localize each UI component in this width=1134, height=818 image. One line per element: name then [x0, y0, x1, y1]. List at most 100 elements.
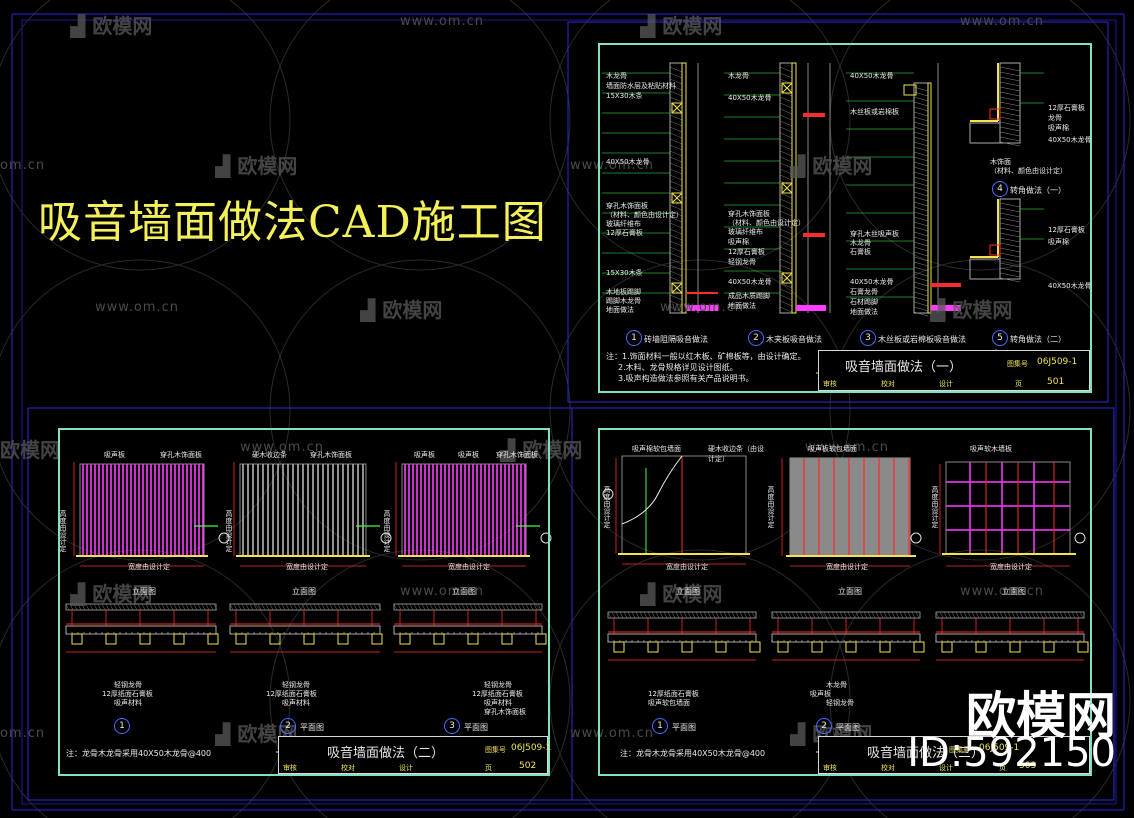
wall-hatch [913, 171, 929, 177]
plan-hatch [955, 611, 960, 619]
leader-label: 12厚纸面石膏板 [266, 690, 317, 698]
stud-box [989, 108, 1001, 120]
plan-hatch [153, 603, 158, 611]
wall-hatch [779, 252, 793, 259]
leader-label: 40X50木龙骨 [728, 278, 772, 286]
dimension-label: 高度由设计定 [931, 486, 939, 528]
wall-hatch [669, 300, 683, 307]
wall-hatch [669, 228, 683, 235]
wall-hatch [999, 81, 1021, 87]
plan-hatch [137, 603, 142, 611]
plan-hatch [401, 603, 406, 611]
leader-label: 12厚石膏板 [728, 248, 765, 256]
leader-label: 地面做法 [728, 302, 756, 310]
plan-hatch [425, 603, 430, 611]
plan-hatch [811, 611, 816, 619]
plan-hatch [683, 611, 688, 619]
watermark-logo: ▟ 欧模网 [215, 154, 298, 178]
leader-label: 15X30木条 [606, 92, 643, 100]
leader-label: 穿孔木饰面板 [728, 210, 770, 218]
wall-hatch [913, 286, 929, 292]
plan-stud [845, 641, 857, 653]
plan-hatch [509, 603, 514, 611]
plan-hatch [779, 611, 784, 619]
watermark-id: ID:592150 [907, 730, 1116, 776]
wall-hatch [913, 196, 929, 202]
watermark-url: www.om.cn [570, 158, 654, 173]
wall-hatch [669, 156, 683, 163]
view-caption: 立面图 [1002, 587, 1026, 596]
plan-hatch [305, 603, 310, 611]
fabric-fill [790, 458, 910, 556]
title-block-cell: 校对 [881, 764, 895, 772]
plan-hatch [647, 611, 652, 619]
wall-hatch [999, 106, 1021, 112]
wall-hatch [913, 256, 929, 262]
dimension-label: 高度由设计定 [767, 486, 775, 528]
wall-hatch [669, 168, 683, 175]
plan-hatch [105, 603, 110, 611]
sheet-frame [27, 407, 1115, 801]
plan-hatch [795, 611, 800, 619]
stud-box [671, 192, 683, 204]
wall-hatch [779, 204, 793, 211]
plan-hatch [337, 603, 342, 611]
wall-hatch [999, 242, 1021, 248]
plan-hatch [361, 603, 366, 611]
plan-stud [879, 641, 891, 653]
wall-hatch [913, 236, 929, 242]
leader-label: 吸声板 [458, 451, 479, 459]
leader-label: 踢脚木龙骨 [606, 297, 641, 305]
title-block-cell: 审核 [823, 764, 837, 772]
leader-label: 轻钢龙骨 [114, 681, 142, 689]
wall-hatch [669, 240, 683, 247]
plan-hatch [895, 611, 900, 619]
wall-hatch [779, 114, 793, 121]
watermark-text: 欧模网 [662, 582, 723, 606]
plan-hatch [799, 611, 804, 619]
wall-hatch [669, 270, 683, 277]
wall-hatch [913, 131, 929, 137]
wood-strip [803, 233, 825, 237]
wall-hatch [999, 247, 1021, 253]
plan-stud [749, 641, 761, 653]
leader-label: 穿孔木饰面板 [606, 202, 648, 210]
watermark-url: om.cn [0, 726, 46, 741]
plan-hatch [521, 603, 526, 611]
leader-label: 12厚石膏板 [606, 229, 643, 237]
detail-number-1: 1 [626, 330, 642, 346]
section-marker [910, 532, 922, 544]
watermark-url: www.om.cn [960, 14, 1044, 29]
wall-hatch [913, 106, 929, 112]
plan-hatch [751, 611, 756, 619]
plan-hatch [313, 603, 318, 611]
plan-hatch [899, 611, 904, 619]
plan-hatch [623, 611, 628, 619]
plan-hatch [329, 603, 334, 611]
plan-hatch [249, 603, 254, 611]
plan-stud [235, 633, 247, 645]
plan-stud [501, 633, 513, 645]
title-block-cell: 校对 [881, 380, 895, 388]
wall-hatch [913, 231, 929, 237]
plan-hatch [911, 611, 916, 619]
plan-hatch [121, 603, 126, 611]
plan-hatch [149, 603, 154, 611]
wall-hatch [913, 311, 929, 317]
wall-hatch [669, 162, 683, 169]
leader-label: 吸声棉 [728, 238, 749, 246]
plan-hatch [691, 611, 696, 619]
plan-hatch [1067, 611, 1072, 619]
stud-box [671, 192, 683, 204]
wall-hatch [913, 141, 929, 147]
plan-hatch [77, 603, 82, 611]
plan-hatch [735, 611, 740, 619]
plan-hatch [963, 611, 968, 619]
plan-hatch [879, 611, 884, 619]
wall-hatch [999, 96, 1021, 102]
floor-layer [796, 305, 826, 311]
leader-label: 地面做法 [850, 308, 878, 316]
wall-hatch [779, 258, 793, 265]
plan-stud [207, 633, 219, 645]
plan-hatch [325, 603, 330, 611]
